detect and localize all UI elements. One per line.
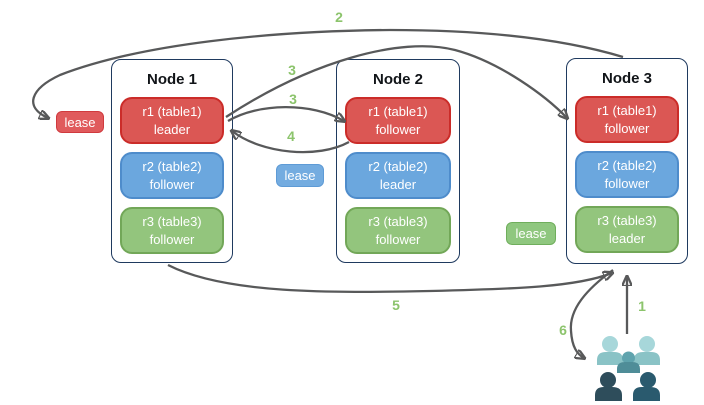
arrow-step-3-to-node2 bbox=[227, 105, 344, 121]
node-1-title: Node 1 bbox=[146, 71, 197, 88]
arrow-step-5 bbox=[167, 263, 612, 294]
replica-range-label: r2 (table2) bbox=[597, 157, 657, 173]
replica-range-label: r3 (table3) bbox=[142, 213, 202, 229]
replica-role-label: follower bbox=[604, 175, 650, 191]
replica-range-label: r1 (table1) bbox=[142, 103, 202, 119]
replica-range-label: r3 (table3) bbox=[597, 212, 657, 228]
replica-role-label: follower bbox=[149, 176, 195, 192]
step-label-2: 2 bbox=[335, 9, 343, 25]
person-front-left bbox=[595, 372, 622, 401]
replica-range-label: r1 (table1) bbox=[597, 102, 657, 118]
replica-range-label: r3 (table3) bbox=[368, 213, 428, 229]
node-2-title: Node 2 bbox=[372, 71, 423, 88]
step-label-6: 6 bbox=[559, 322, 567, 338]
lease-badge-green: lease bbox=[506, 222, 556, 245]
node-2-replica-r2: r2 (table2) leader bbox=[345, 152, 451, 199]
step-label-5: 5 bbox=[392, 297, 400, 313]
node-2: Node 2 r1 (table1) follower r2 (table2) … bbox=[336, 59, 460, 263]
node-3: Node 3 r1 (table1) follower r2 (table2) … bbox=[566, 58, 688, 264]
replica-range-label: r2 (table2) bbox=[368, 158, 428, 174]
person-front-right bbox=[633, 372, 660, 401]
lease-badge-blue: lease bbox=[276, 164, 324, 187]
replica-role-label: follower bbox=[604, 120, 650, 136]
node-3-title: Node 3 bbox=[601, 70, 652, 87]
person-back-left bbox=[597, 336, 623, 365]
node-3-replica-r3: r3 (table3) leader bbox=[575, 206, 679, 253]
replica-role-label: follower bbox=[375, 231, 421, 247]
node-1-replica-r3: r3 (table3) follower bbox=[120, 207, 224, 254]
lease-badge-red: lease bbox=[56, 111, 104, 133]
users-icon bbox=[595, 336, 660, 401]
replica-role-label: follower bbox=[149, 231, 195, 247]
replica-range-label: r2 (table2) bbox=[142, 158, 202, 174]
replica-range-label: r1 (table1) bbox=[368, 103, 428, 119]
step-label-3b: 3 bbox=[289, 91, 297, 107]
node-3-replica-r1: r1 (table1) follower bbox=[575, 96, 679, 143]
arrow-step-6 bbox=[569, 269, 614, 358]
step-label-1: 1 bbox=[638, 298, 646, 314]
node-1-replica-r2: r2 (table2) follower bbox=[120, 152, 224, 199]
step-label-3a: 3 bbox=[288, 62, 296, 78]
replica-role-label: leader bbox=[608, 230, 646, 246]
step-label-4: 4 bbox=[287, 128, 295, 144]
node-2-replica-r3: r3 (table3) follower bbox=[345, 207, 451, 254]
node-1: Node 1 r1 (table1) leader r2 (table2) fo… bbox=[111, 59, 233, 263]
person-back-right bbox=[634, 336, 660, 365]
replica-role-label: leader bbox=[153, 121, 191, 137]
replica-role-label: follower bbox=[375, 121, 421, 137]
node-2-replica-r1: r1 (table1) follower bbox=[345, 97, 451, 144]
person-middle bbox=[617, 351, 640, 373]
replica-role-label: leader bbox=[379, 176, 417, 192]
node-1-replica-r1: r1 (table1) leader bbox=[120, 97, 224, 144]
node-3-replica-r2: r2 (table2) follower bbox=[575, 151, 679, 198]
